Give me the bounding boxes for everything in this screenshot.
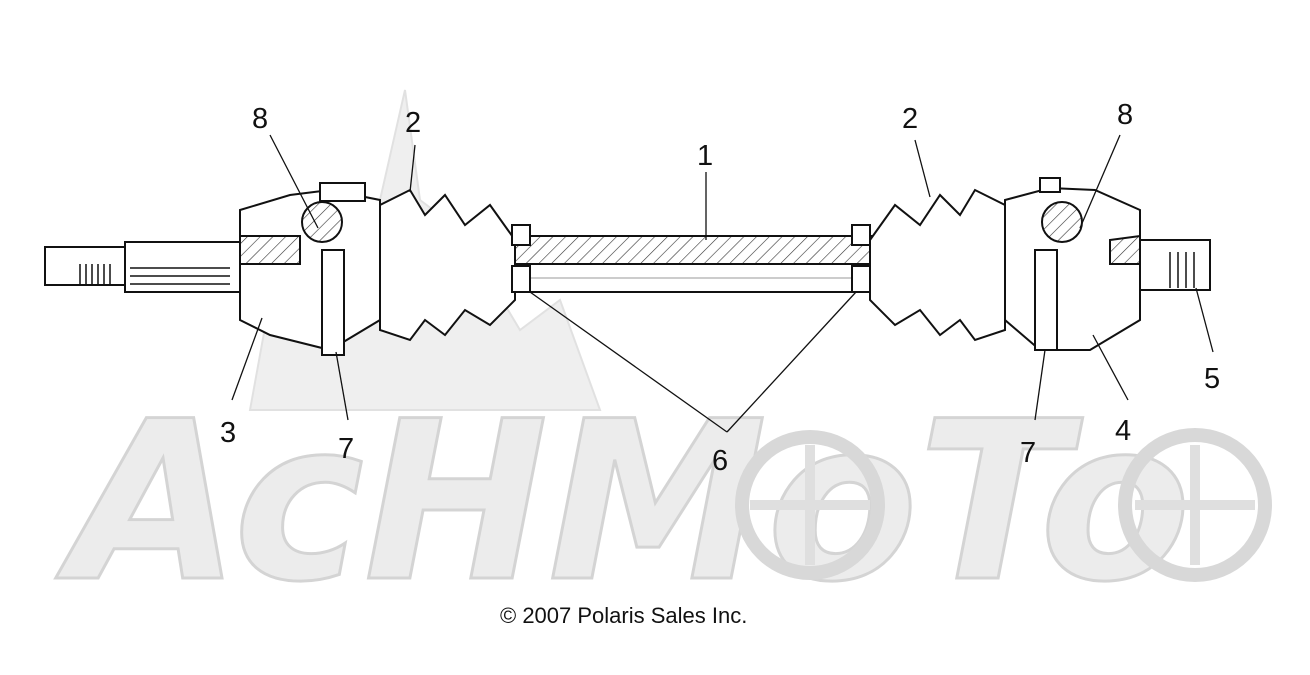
watermark-text: AcHMoTo [55,374,1191,630]
left-cv-housing [239,182,381,356]
leader-4 [1092,334,1129,401]
callout-1: 1 [697,140,713,172]
callout-2-left: 2 [405,107,421,139]
leader-6a [529,291,728,433]
leader-7-left [335,351,349,421]
leader-lines [231,134,1214,433]
callout-8-left: 8 [252,103,268,135]
leader-5 [1195,287,1214,353]
callout-8-right: 8 [1117,99,1133,131]
callout-labels: 8 2 1 2 8 3 7 6 7 4 5 [220,99,1220,477]
left-cv-boot [379,188,531,342]
copyright-notice: © 2007 Polaris Sales Inc. [500,603,747,628]
callout-4: 4 [1115,415,1131,447]
leader-8-right [1079,134,1121,229]
right-cv-housing [1004,177,1141,351]
callout-6: 6 [712,445,728,477]
callout-2-right: 2 [902,103,918,135]
callout-7-left: 7 [338,433,354,465]
right-cv-boot [851,188,1006,342]
callout-3: 3 [220,417,236,449]
leader-2-left [409,144,416,193]
leader-2-right [914,139,931,198]
leader-7-right [1034,349,1046,421]
watermark-wheel-left [735,428,1272,582]
watermark-logo: AcHMoTo [54,89,1272,632]
callout-5: 5 [1204,363,1220,395]
leader-8-left [269,134,319,229]
callout-7-right: 7 [1020,437,1036,469]
leader-6b [726,291,857,433]
left-stub-shaft [44,241,246,293]
right-stub-shaft [1139,239,1211,291]
watermark-wheel-spokes [750,445,1255,565]
leader-3 [231,317,263,401]
